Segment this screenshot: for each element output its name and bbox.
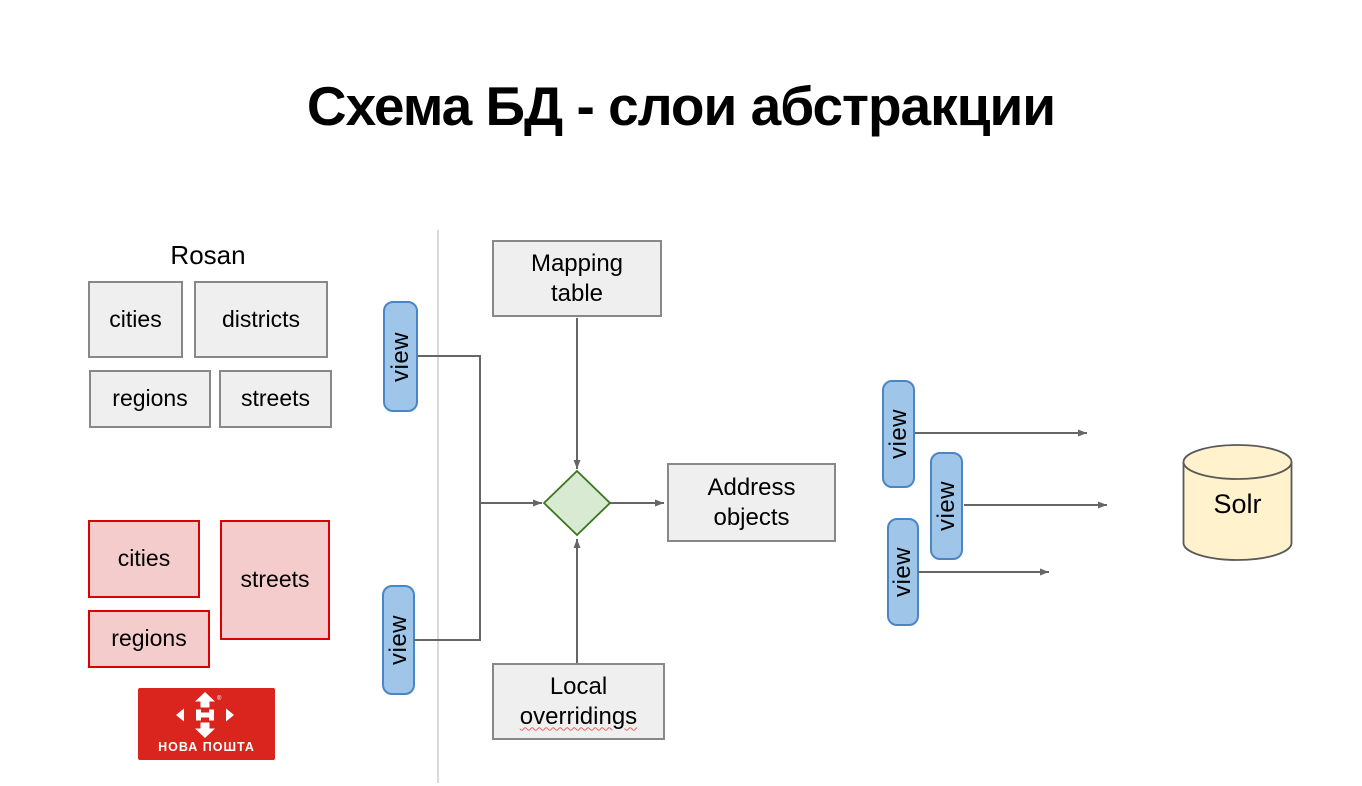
view-pill-left-top[interactable]: view bbox=[383, 301, 418, 412]
view-pill-label: view bbox=[932, 480, 960, 532]
view-pill-label: view bbox=[386, 331, 414, 382]
layer-divider-line bbox=[437, 230, 439, 783]
slide-title: Схема БД - слои абстракции bbox=[306, 75, 1056, 137]
address-objects-label-line1: Address bbox=[707, 473, 796, 501]
solr-label: Solr bbox=[1213, 489, 1262, 519]
address-objects-node[interactable]: Address objects bbox=[667, 463, 836, 542]
view-pill-label: view bbox=[884, 408, 912, 460]
nova-poshta-logo[interactable]: ® НОВА ПОШТА bbox=[138, 688, 275, 760]
local-overridings-node[interactable]: Local overridings bbox=[492, 663, 665, 740]
view-pill-label: view bbox=[384, 614, 412, 666]
mapping-table-label-line1: Mapping bbox=[530, 249, 624, 277]
registered-mark: ® bbox=[217, 695, 222, 702]
table-np-cities[interactable]: cities bbox=[88, 520, 200, 598]
mapping-table-label-line2: table bbox=[550, 279, 604, 307]
nova-poshta-logo-text: НОВА ПОШТА bbox=[158, 740, 255, 754]
local-overridings-label-line2: overridings bbox=[519, 702, 638, 730]
table-np-regions[interactable]: regions bbox=[88, 610, 210, 668]
view-pill-right-1[interactable]: view bbox=[882, 380, 915, 488]
rosan-group-label: Rosan bbox=[170, 240, 246, 270]
table-rosan-regions[interactable]: regions bbox=[89, 370, 211, 428]
view-pill-left-bottom[interactable]: view bbox=[382, 585, 415, 695]
table-rosan-cities[interactable]: cities bbox=[88, 281, 183, 358]
view-pill-right-2[interactable]: view bbox=[930, 452, 963, 560]
nova-poshta-arrows-icon: ® bbox=[175, 692, 234, 738]
table-rosan-streets[interactable]: streets bbox=[219, 370, 332, 428]
mapping-table-node[interactable]: Mapping table bbox=[492, 240, 662, 317]
local-overridings-label-line1: Local bbox=[549, 672, 608, 700]
merge-diamond[interactable] bbox=[542, 469, 612, 537]
view-pill-label: view bbox=[889, 546, 917, 598]
table-np-streets[interactable]: streets bbox=[220, 520, 330, 640]
view-pill-right-3[interactable]: view bbox=[887, 518, 919, 626]
address-objects-label-line2: objects bbox=[713, 503, 790, 531]
view-merge-connector bbox=[414, 355, 481, 641]
table-rosan-districts[interactable]: districts bbox=[194, 281, 328, 358]
